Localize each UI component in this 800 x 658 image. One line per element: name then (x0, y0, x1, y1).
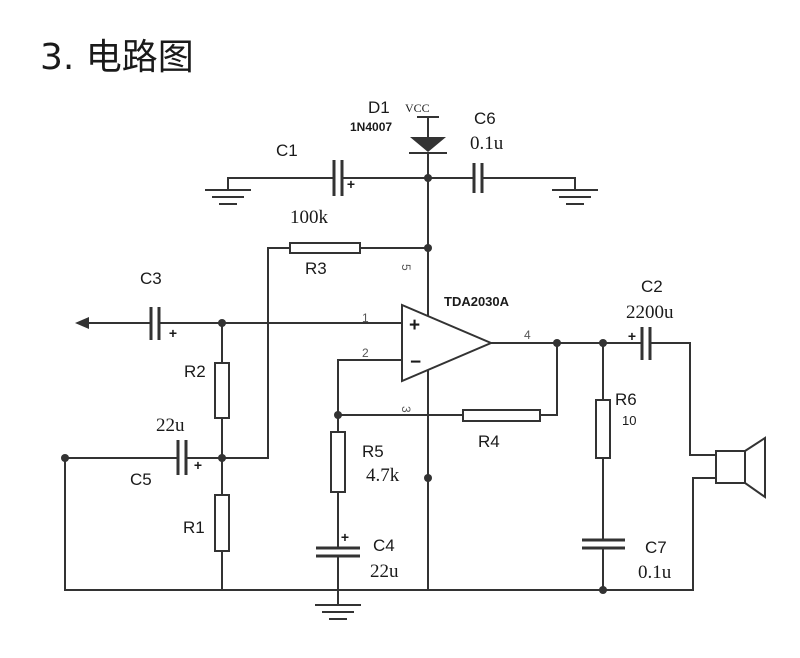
r3-body (289, 242, 361, 254)
vcc-label: VCC (405, 101, 430, 115)
wire-c2-speaker (649, 342, 717, 456)
wire-speaker-return (692, 477, 717, 591)
pin-label-3: 3 (399, 406, 413, 413)
r4-ref-label: R4 (478, 432, 500, 451)
r1-ref-label: R1 (183, 518, 205, 537)
r5-body (330, 431, 346, 493)
c2-ref-label: C2 (641, 277, 663, 296)
ground-symbol-right (552, 189, 598, 205)
resistor-r2: R2 (184, 362, 230, 419)
capacitor-c6: C6 0.1u (470, 109, 504, 193)
speaker-magnet (715, 450, 746, 484)
c7-ref-label: C7 (645, 538, 667, 557)
wire-r3-feedback (221, 247, 291, 459)
c3-plates (149, 307, 161, 340)
ground-symbol-left (205, 189, 251, 205)
amplifier-u1: + − TDA2030A 1 2 4 5 3 (362, 264, 531, 413)
capacitor-c5: + 22u C5 (130, 415, 202, 489)
r6-value-label: 10 (622, 413, 636, 428)
resistor-r5: R5 4.7k (330, 431, 400, 493)
junction-dots (61, 174, 607, 594)
junction-dot (218, 319, 226, 327)
resistor-r3: 100k R3 (289, 207, 361, 278)
ground-symbol-bottom (315, 604, 361, 620)
r5-ref-label: R5 (362, 442, 384, 461)
resistor-r6: R6 10 (595, 390, 637, 459)
junction-dot (424, 174, 432, 182)
opamp-triangle (401, 303, 494, 383)
diode-triangle (410, 137, 446, 152)
wire-r4-right (539, 342, 558, 416)
speaker-cone (744, 436, 766, 499)
opamp-noninverting-sign: + (409, 315, 420, 336)
junction-dot (424, 474, 432, 482)
c5-plates (176, 440, 188, 475)
c4-polarity-mark: + (341, 529, 349, 545)
d1-ref-label: D1 (368, 98, 390, 117)
wire-inverting-input (337, 359, 403, 433)
pin-label-4: 4 (524, 328, 531, 342)
c5-value-label: 22u (156, 415, 185, 436)
c5-polarity-mark: + (194, 457, 202, 473)
r2-ref-label: R2 (184, 362, 206, 381)
page-title: 3. 电路图 (40, 37, 194, 78)
capacitor-c3: + C3 (140, 269, 177, 341)
c1-ref-label: C1 (276, 141, 298, 160)
diode-d1: D1 VCC 1N4007 (350, 98, 447, 154)
c1-plates (332, 160, 344, 196)
r3-ref-label: R3 (305, 259, 327, 278)
pin-label-1: 1 (362, 311, 369, 325)
r4-body (462, 409, 541, 422)
c6-ref-label: C6 (474, 109, 496, 128)
c7-plates (582, 538, 625, 550)
c5-ref-label: C5 (130, 470, 152, 489)
junction-dot (218, 454, 226, 462)
speaker-icon (715, 436, 766, 499)
c4-ref-label: C4 (373, 536, 395, 555)
c2-plates (640, 327, 652, 360)
capacitor-c2: + C2 2200u (626, 277, 674, 360)
r3-value-label: 100k (290, 207, 329, 228)
capacitor-c4: + C4 22u (316, 529, 399, 582)
junction-dot (553, 339, 561, 347)
opamp-part-label: TDA2030A (444, 294, 510, 309)
wires (64, 116, 717, 606)
r6-body (595, 399, 611, 459)
junction-dot (61, 454, 69, 462)
capacitor-c1: + C1 (276, 141, 355, 196)
c7-value-label: 0.1u (638, 562, 672, 583)
c6-value-label: 0.1u (470, 133, 504, 154)
r6-ref-label: R6 (615, 390, 637, 409)
resistor-r4: R4 (462, 409, 541, 451)
junction-dot (599, 339, 607, 347)
junction-dot (424, 244, 432, 252)
pin-label-2: 2 (362, 346, 369, 360)
c1-polarity-mark: + (347, 176, 355, 192)
junction-dot (334, 411, 342, 419)
r1-body (214, 494, 230, 552)
c6-plates (472, 163, 484, 193)
c2-polarity-mark: + (628, 328, 636, 344)
r2-body (214, 362, 230, 419)
resistor-r1: R1 (183, 494, 230, 552)
capacitor-c7: C7 0.1u (582, 538, 672, 583)
c2-value-label: 2200u (626, 302, 674, 323)
pin-label-5: 5 (399, 264, 413, 271)
c3-polarity-mark: + (169, 325, 177, 341)
c4-value-label: 22u (370, 561, 399, 582)
input-arrow-icon (75, 317, 89, 329)
d1-part-label: 1N4007 (350, 120, 392, 134)
c3-ref-label: C3 (140, 269, 162, 288)
c4-plates (316, 546, 360, 558)
junction-dot (599, 586, 607, 594)
r5-value-label: 4.7k (366, 465, 400, 486)
opamp-inverting-sign: − (410, 352, 421, 373)
